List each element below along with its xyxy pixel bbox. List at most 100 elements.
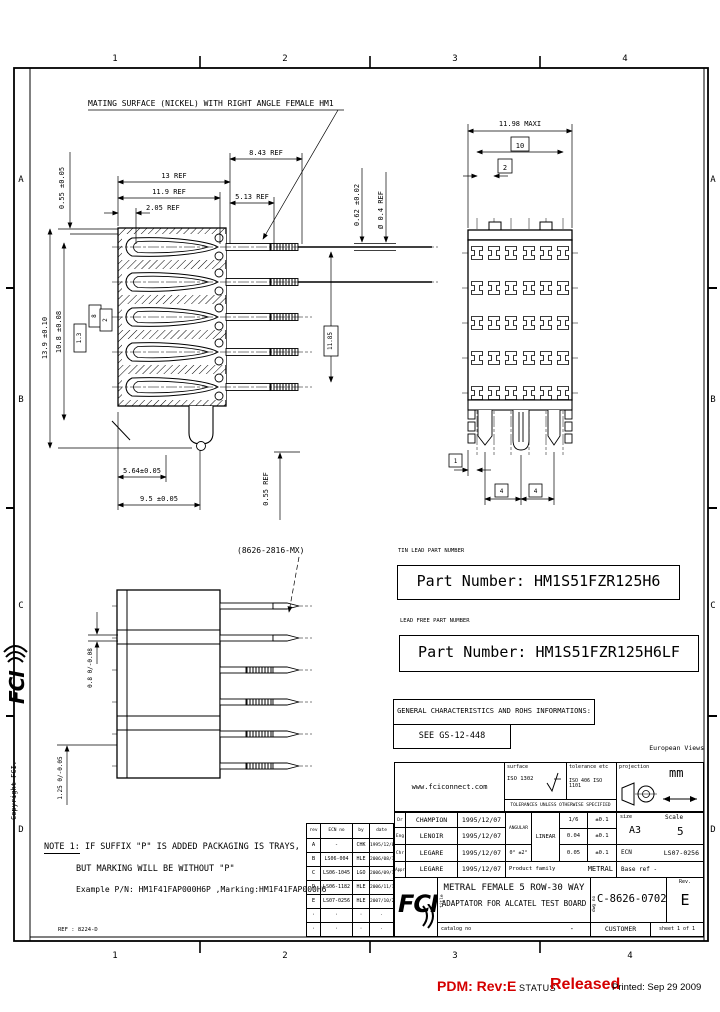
drawing-canvas: 1 2 3 4 1 2 3 4 A B C D A B C D FCI Copy… <box>3 54 717 961</box>
tolerance-std: ISO 406 ISO 1101 <box>569 778 603 789</box>
sig-name: CHAMPION <box>415 816 448 824</box>
rev-cell-value: E <box>311 898 316 904</box>
dim-125: 1.25 0/-0.05 <box>57 756 64 800</box>
dim-1198maxi: 11.98 MAXI <box>499 120 541 128</box>
zone-col-1-top: 1 <box>112 54 117 64</box>
surface-cell: surface ISO 1302 <box>504 762 567 800</box>
dim-564: 5.64±0.05 <box>123 467 161 475</box>
zone-row-b-left: B <box>18 395 23 405</box>
fci-logo-margin: FCI <box>3 645 29 704</box>
family-cell: Product family METRAL <box>505 861 617 878</box>
printed-date: Printed: Sep 29 2009 <box>612 982 702 993</box>
linear-range: 0.05 <box>566 850 581 856</box>
dim-box-4b: 4 <box>534 488 538 495</box>
rohs-see-box: SEE GS-12-448 <box>393 724 511 749</box>
rev-cell-value: · <box>359 912 363 918</box>
tin-lead-pn-box: Part Number: HM1S51FZR125H6 <box>397 565 680 600</box>
rev-cell-value: 2006/11/17 <box>370 885 393 890</box>
title-cell: title METRAL FEMALE 5 ROW-30 WAY ADAPTAT… <box>437 877 591 923</box>
zone-col-2-top: 2 <box>282 54 287 64</box>
rev-cell-value: LGO <box>356 870 366 876</box>
dim-box-1185: 11.85 <box>327 332 334 350</box>
catalog-strip: catalog no - <box>437 922 591 937</box>
linear-tol: ±0.1 <box>595 833 609 839</box>
tolerance-label: tolerance etc <box>569 764 609 770</box>
front-view-dims: 11.98 MAXI 10 2 1 4 4 <box>454 120 541 495</box>
dim-843ref: 8.43 REF <box>249 149 283 157</box>
zone-col-3-bottom: 3 <box>452 951 457 961</box>
rev-cell-value: · <box>359 926 363 932</box>
zone-col-2-bottom: 2 <box>282 951 287 961</box>
fci-logo-margin-text: FCI <box>5 670 29 704</box>
linear-cell: LINEAR <box>531 812 560 862</box>
sig-role: Appr <box>395 867 405 872</box>
fci-logo-cell: FCI <box>394 877 438 937</box>
dim-055: 0.55 ±0.05 <box>58 167 66 209</box>
rev-value: E <box>680 891 690 909</box>
linear-range: 1/6 <box>568 817 579 823</box>
rohs-note-text: GENERAL CHARACTERISTICS AND ROHS INFORMA… <box>397 707 591 715</box>
pin-view-dims: (8626-2816-MX) 0.8 0/-0.08 1.25 0/-0.05 <box>57 546 304 800</box>
catalog-value: - <box>569 925 574 933</box>
rev-cell-value: HLE <box>356 884 366 890</box>
projection-symbol-icon <box>621 782 697 806</box>
website-text: www.fciconnect.com <box>411 783 488 791</box>
sig-name: LEGARE <box>419 865 444 873</box>
size-scale-cell: size A3 Scale 5 <box>616 812 704 845</box>
lead-free-pn-value: Part Number: HM1S51FZR125H6LF <box>418 643 680 661</box>
size-value: A3 <box>629 825 642 836</box>
mating-note: MATING SURFACE (NICKEL) WITH RIGHT ANGLE… <box>88 99 344 240</box>
rev-cell-value: · <box>380 927 383 932</box>
dim-062: 0.62 ±0.02 <box>353 184 361 226</box>
rev-cell-value: A <box>311 842 316 848</box>
status-label: STATUS <box>519 983 557 993</box>
sig-date: 1995/12/07 <box>461 816 502 824</box>
drawing-title-line2: ADAPTATOR FOR ALCATEL TEST BOARD <box>441 899 587 908</box>
sheet-frame <box>6 56 717 953</box>
size-label: size <box>620 814 633 820</box>
surface-std: ISO 1302 <box>507 776 534 782</box>
tolerance-cell: tolerance etc ISO 406 ISO 1101 <box>566 762 617 800</box>
rev-cell-value: LS06-004 <box>324 856 349 862</box>
dim-box-2f: 2 <box>503 164 507 172</box>
linear-label: LINEAR <box>535 834 556 840</box>
tin-lead-pn-value: Part Number: HM1S51FZR125H6 <box>416 572 661 590</box>
rohs-note-box: GENERAL CHARACTERISTICS AND ROHS INFORMA… <box>393 699 595 725</box>
fci-swoosh-icon <box>3 645 28 663</box>
rev-cell-value: - <box>334 842 338 848</box>
zone-col-4-bottom: 4 <box>627 951 632 961</box>
dim-box-10: 10 <box>516 142 524 150</box>
tolerance-note-text: TOLERANCES UNLESS OTHERWISE SPECIFIED <box>510 803 611 808</box>
surface-label: surface <box>507 764 529 770</box>
unit-label: mm <box>669 766 684 780</box>
rev-cell-value: CHK <box>356 842 366 848</box>
sig-name: LENOIR <box>419 832 444 840</box>
sheet-label: sheet 1 of 1 <box>658 926 696 932</box>
dwg-no-cell: dwg no C-8626-0702 <box>590 877 667 923</box>
mating-note-text: MATING SURFACE (NICKEL) WITH RIGHT ANGLE… <box>88 99 334 108</box>
rev-col-header: ECN no <box>328 828 345 833</box>
dwg-no-vlabel: dwg no <box>592 895 597 912</box>
rev-cell-value: · <box>334 926 338 932</box>
rev-cell-value: 2007/10/22 <box>370 899 393 904</box>
side-view <box>47 152 438 520</box>
sig-date: 1995/12/07 <box>461 865 502 873</box>
pdm-rev-text: PDM: Rev:E <box>437 978 517 994</box>
customer-label: CUSTOMER <box>604 925 637 933</box>
note1-line1: NOTE 1: IF SUFFIX "P" IS ADDED PACKAGING… <box>44 842 300 854</box>
linear-range: 0.04 <box>566 833 581 839</box>
dim-139: 13.9 ±0.10 <box>41 317 49 359</box>
zone-row-c-right: C <box>710 601 715 611</box>
rev-cell-value: C <box>311 870 316 876</box>
rev-cell-value: · <box>311 926 316 932</box>
rev-cell-value: HLE <box>356 856 366 862</box>
rev-cell-value: · <box>380 913 383 918</box>
mold-ref-label: (8626-2816-MX) <box>237 546 304 555</box>
european-views-label: European Views <box>649 744 704 752</box>
rev-cell-value: LS07-0256 <box>322 898 351 904</box>
note1-line3: Example P/N: HM1F41FAP000H6P ,Marking:HM… <box>76 885 327 894</box>
tolerance-note-strip: TOLERANCES UNLESS OTHERWISE SPECIFIED <box>504 799 617 812</box>
projection-label: projection <box>619 764 650 770</box>
dim-box-1: 1 <box>454 458 458 465</box>
sig-date: 1995/12/07 <box>461 832 502 840</box>
